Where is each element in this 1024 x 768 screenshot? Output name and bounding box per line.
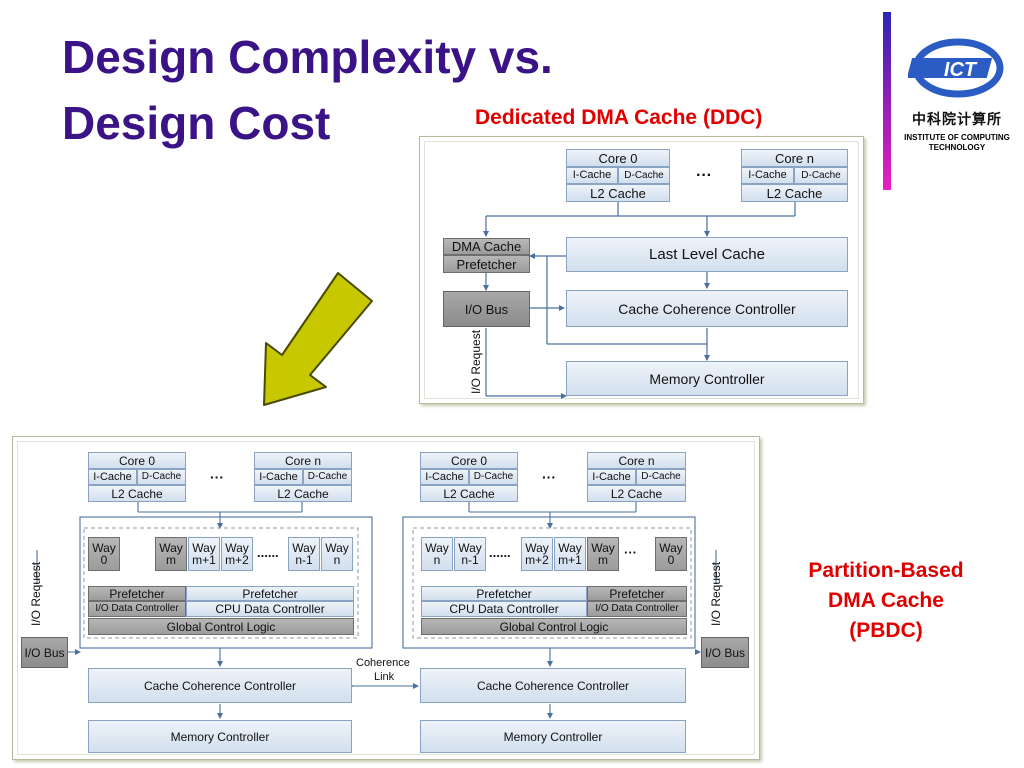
ddc-io-bus: I/O Bus — [443, 291, 530, 327]
pbdc-left-cpu-prefetcher: Prefetcher — [186, 586, 354, 601]
pbdc-right-io-bus: I/O Bus — [701, 637, 749, 668]
pbdc-label-line1: Partition-Based — [808, 559, 964, 582]
pbdc-right-coren: Core n — [587, 452, 686, 469]
pbdc-right-cpu-prefetcher: Prefetcher — [421, 586, 587, 601]
pbdc-right-io-data-controller: I/O Data Controller — [587, 601, 687, 617]
pbdc-left-coren-dcache: D-Cache — [303, 469, 352, 485]
ddc-prefetcher: Prefetcher — [443, 255, 530, 273]
pbdc-right-core0-icache: I-Cache — [420, 469, 469, 485]
pbdc-label-line3: (PBDC) — [849, 619, 923, 642]
pbdc-left-core0-dcache: D-Cache — [137, 469, 186, 485]
ddc-core0-dcache: D-Cache — [618, 167, 670, 184]
pbdc-left-ccc: Cache Coherence Controller — [88, 668, 352, 703]
pbdc-right-io-prefetcher: Prefetcher — [587, 586, 687, 601]
pbdc-left-io-prefetcher: Prefetcher — [88, 586, 186, 601]
ddc-core0: Core 0 — [566, 149, 670, 167]
pbdc-right-way-dots3: ··· — [624, 545, 637, 560]
pbdc-left-coren: Core n — [254, 452, 352, 469]
pbdc-left-coren-l2: L2 Cache — [254, 485, 352, 502]
pbdc-left-memory-controller: Memory Controller — [88, 720, 352, 753]
pbdc-left-coren-icache: I-Cache — [254, 469, 303, 485]
pbdc-left-global-control: Global Control Logic — [88, 618, 354, 635]
ict-logo-mark: ICT — [943, 59, 977, 81]
pbdc-right-io-request: I/O Request — [709, 561, 723, 626]
coherence-label-1: Coherence — [355, 657, 411, 669]
logo-line1: INSTITUTE OF COMPUTING — [904, 133, 1010, 142]
ddc-dma-cache: DMA Cache — [443, 238, 530, 255]
ddc-ccc: Cache Coherence Controller — [566, 290, 848, 327]
ddc-core0-icache: I-Cache — [566, 167, 618, 184]
ddc-core0-l2: L2 Cache — [566, 184, 670, 202]
logo-chinese: 中科院计算所 — [912, 112, 1002, 128]
coherence-label-2: Link — [374, 671, 395, 683]
ddc-llc: Last Level Cache — [566, 237, 848, 272]
pbdc-right-coren-dcache: D-Cache — [636, 469, 686, 485]
ddc-core-ellipsis: ··· — [696, 167, 712, 184]
ddc-coren-l2: L2 Cache — [741, 184, 848, 202]
pbdc-left-core0-l2: L2 Cache — [88, 485, 186, 502]
pbdc-right-way-dots: ...... — [489, 545, 511, 560]
slide-title-line1: Design Complexity vs. — [62, 31, 553, 83]
pbdc-right-core-ellipsis: ··· — [542, 469, 556, 485]
arrow-down-left-icon — [263, 272, 373, 406]
pbdc-label-line2: DMA Cache — [828, 589, 944, 612]
pbdc-right-core0-dcache: D-Cache — [469, 469, 518, 485]
ddc-memory-controller: Memory Controller — [566, 361, 848, 396]
pbdc-left-cpu-data-controller: CPU Data Controller — [186, 601, 354, 617]
pbdc-right-core0-l2: L2 Cache — [420, 485, 518, 502]
pbdc-left-core0: Core 0 — [88, 452, 186, 469]
slide-title-line2: Design Cost — [62, 97, 331, 149]
pbdc-left-io-bus: I/O Bus — [21, 637, 68, 668]
pbdc-right-ccc: Cache Coherence Controller — [420, 668, 686, 703]
pbdc-right-coren-icache: I-Cache — [587, 469, 636, 485]
pbdc-right-global-control: Global Control Logic — [421, 618, 687, 635]
ddc-coren-dcache: D-Cache — [794, 167, 848, 184]
ddc-coren-icache: I-Cache — [741, 167, 794, 184]
ict-logo-icon — [908, 38, 1004, 98]
pbdc-left-way-dots: ...... — [257, 545, 279, 560]
logo-line2: TECHNOLOGY — [928, 143, 986, 152]
pbdc-right-cpu-data-controller: CPU Data Controller — [421, 601, 587, 617]
pbdc-left-io-request: I/O Request — [29, 561, 43, 626]
pbdc-right-coren-l2: L2 Cache — [587, 485, 686, 502]
accent-bar — [883, 12, 891, 190]
ddc-label: Dedicated DMA Cache (DDC) — [475, 106, 763, 129]
pbdc-left-io-data-controller: I/O Data Controller — [88, 601, 186, 617]
pbdc-label: Partition-Based DMA Cache (PBDC) — [772, 556, 1000, 646]
pbdc-right-core0: Core 0 — [420, 452, 518, 469]
pbdc-left-core0-icache: I-Cache — [88, 469, 137, 485]
pbdc-right-memory-controller: Memory Controller — [420, 720, 686, 753]
pbdc-left-core-ellipsis: ··· — [210, 469, 224, 485]
ddc-coren: Core n — [741, 149, 848, 167]
